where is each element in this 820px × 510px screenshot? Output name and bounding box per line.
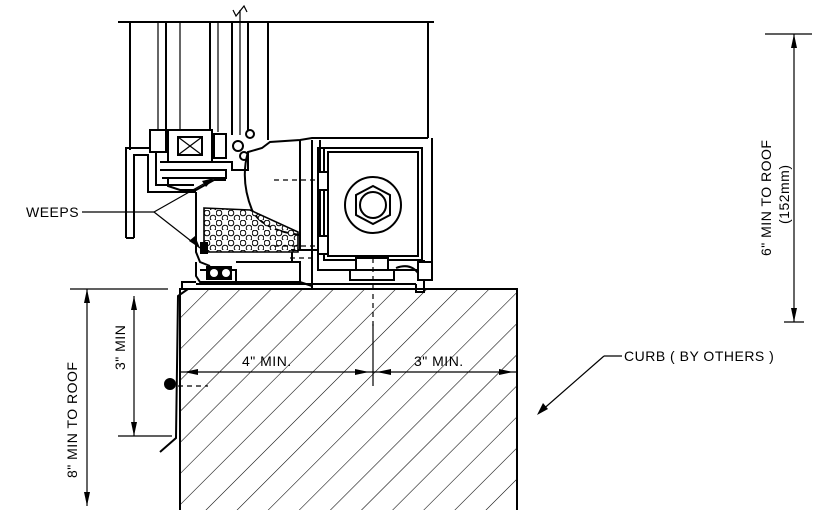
curb-label: CURB ( BY OTHERS ): [624, 348, 774, 364]
dimension-3in-vertical: [118, 296, 172, 437]
flashing: [159, 288, 189, 453]
sill-extrusion: [160, 137, 433, 293]
three-min-vertical-label: 3" MIN: [112, 325, 128, 370]
six-mm-label: (152mm): [776, 164, 792, 224]
dimension-8in: [70, 288, 168, 506]
weeps-leader: [82, 177, 215, 249]
eight-min-label: 8" MIN TO ROOF: [64, 362, 80, 478]
curb-leader: [537, 355, 622, 415]
curb: [179, 288, 518, 510]
dimension-4in-3in: [180, 324, 517, 386]
three-min-horizontal-label: 3" MIN.: [414, 353, 464, 369]
hex-bolt: [344, 176, 402, 234]
mullion-glass: [118, 4, 434, 150]
honeycomb-insert: [200, 207, 299, 280]
anchor-clip: [317, 147, 433, 281]
weeps-label: WEEPS: [26, 204, 79, 220]
dimension-6in: [765, 33, 812, 323]
six-min-label: 6" MIN TO ROOF: [758, 140, 774, 256]
hidden-lines: [178, 179, 374, 387]
four-min-label: 4" MIN.: [242, 353, 292, 369]
